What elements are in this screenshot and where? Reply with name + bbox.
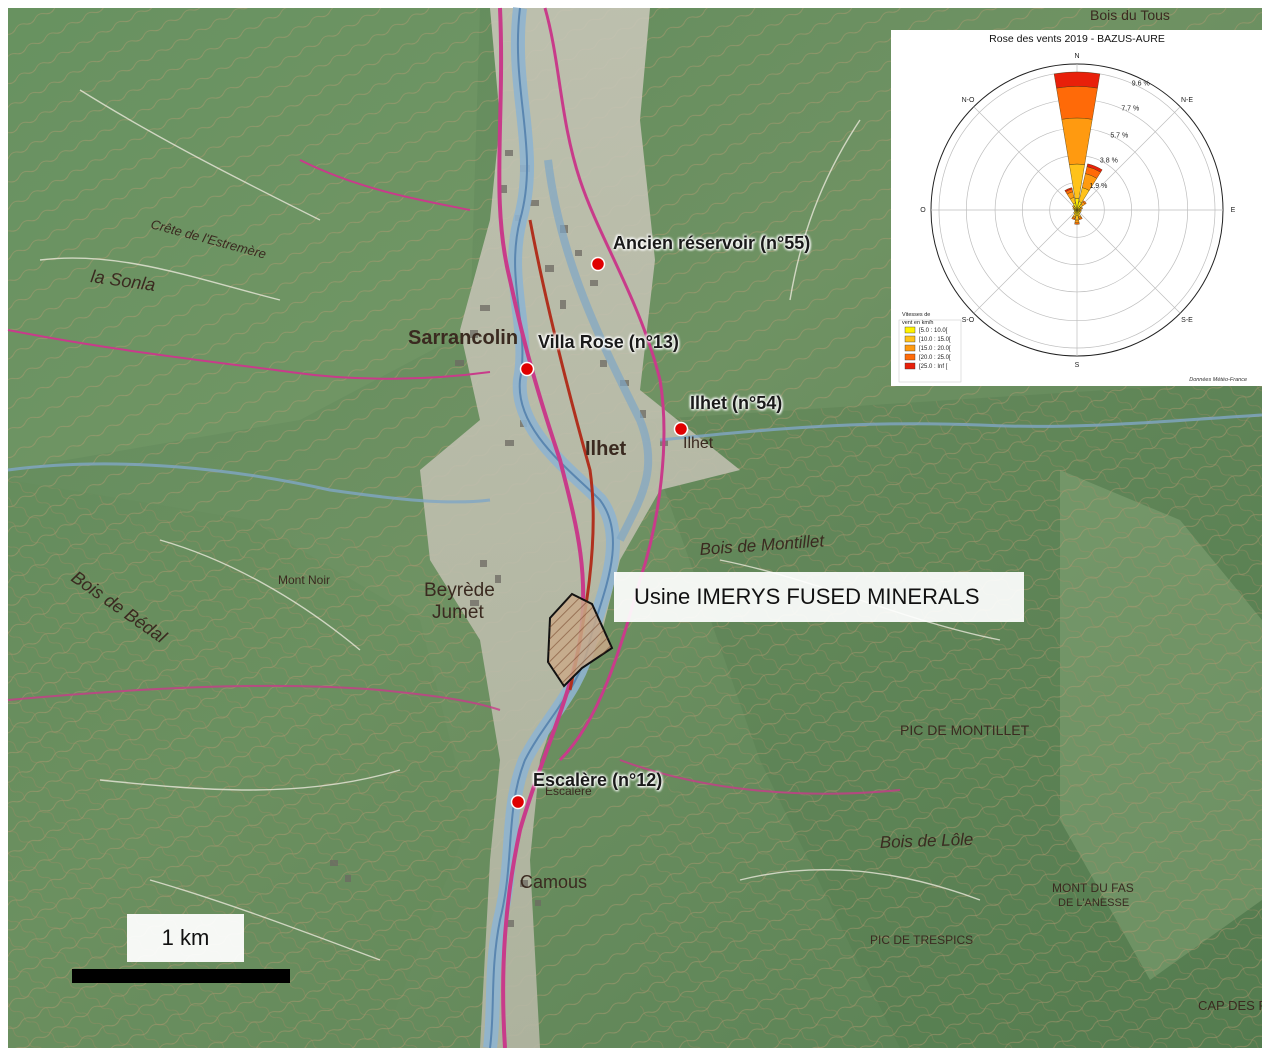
station-label-ilhet: Ilhet (n°54) (690, 393, 783, 413)
wind-rose-chart: Rose des vents 2019 - BAZUS-AURE 1.9 % 3.… (898, 33, 1247, 383)
wind-rose-legend: Vitesses de vent en km/h [5.0 : 10.0[ [10… (898, 312, 962, 383)
dir-label-o: O (920, 207, 926, 214)
svg-text:Mont Noir: Mont Noir (278, 573, 330, 587)
rose-bar-67.5-2 (1080, 206, 1083, 210)
rose-ring-label-4: 9.6 % (1132, 81, 1150, 88)
legend-label-4: [25.0 : Inf [ (919, 364, 948, 370)
legend-label-3: [20.0 : 25.0[ (919, 355, 951, 361)
legend-swatch-3 (904, 353, 916, 361)
rose-bar-292.5-1 (1072, 207, 1075, 210)
svg-text:CAP DES PE: CAP DES PE (1198, 998, 1262, 1013)
scale-label: 1 km (127, 914, 244, 962)
rose-bar-90-2 (1079, 209, 1082, 211)
station-label-ancien-reservoir: Ancien réservoir (n°55) (613, 233, 811, 253)
svg-text:PIC DE TRESPICS: PIC DE TRESPICS (870, 933, 973, 947)
dir-label-se: S-E (1181, 317, 1193, 324)
svg-text:Camous: Camous (520, 872, 587, 892)
rose-bar-337.5-4 (1064, 187, 1073, 193)
rose-bar-315-2 (1072, 205, 1075, 208)
rose-ring-label-0: 1.9 % (1089, 183, 1107, 190)
dir-label-e: E (1231, 207, 1236, 214)
station-label-escalere: Escalère (n°12) (533, 770, 663, 790)
scale-bar (72, 969, 290, 983)
dir-label-n: N (1074, 53, 1079, 60)
rose-bar-0-3 (1056, 86, 1098, 120)
svg-text:PIC DE MONTILLET: PIC DE MONTILLET (900, 722, 1030, 738)
rose-spoke (1076, 209, 1181, 314)
legend-label-1: [10.0 : 15.0[ (919, 337, 951, 343)
legend-swatch-2 (904, 344, 916, 352)
svg-text:Jumet: Jumet (432, 602, 484, 623)
site-label-imerys: Usine IMERYS FUSED MINERALS (614, 572, 1024, 622)
dir-label-so: S-O (962, 317, 975, 324)
rose-bar-225-1 (1073, 211, 1076, 214)
rose-bar-22.5-4 (1086, 163, 1103, 173)
svg-text:MONT DU FAS: MONT DU FAS (1052, 881, 1134, 895)
rose-bar-0-4 (1053, 71, 1101, 89)
legend-label-0: [5.0 : 10.0[ (919, 328, 948, 334)
rose-spoke (1076, 106, 1181, 211)
wind-rose-panel: Rose des vents 2019 - BAZUS-AURE 1.9 % 3.… (891, 30, 1262, 386)
svg-text:DE L'ANESSE: DE L'ANESSE (1058, 897, 1129, 909)
rose-bar-45-3 (1082, 200, 1087, 205)
dir-label-no: N-O (962, 97, 975, 104)
station-marker-ilhet[interactable] (673, 421, 689, 437)
dir-label-s: S (1075, 362, 1080, 369)
legend-label-2: [15.0 : 20.0[ (919, 346, 951, 352)
rose-bar-112.5-1 (1079, 210, 1082, 213)
rose-ring-label-3: 7.7 % (1121, 106, 1139, 113)
rose-ring-label-2: 5.7 % (1110, 132, 1128, 139)
dir-label-ne: N-E (1181, 97, 1193, 104)
valley-floor (420, 8, 740, 1048)
legend-swatch-4 (904, 362, 916, 370)
main-road (497, 7, 586, 1048)
wind-rose-title: Rose des vents 2019 - BAZUS-AURE (989, 33, 1165, 45)
station-marker-villa-rose[interactable] (519, 361, 535, 377)
svg-text:Sarrancolin: Sarrancolin (408, 327, 518, 349)
rose-bar-180-1 (1075, 215, 1079, 221)
rose-bar-180-2 (1074, 219, 1080, 224)
svg-text:Ilhet: Ilhet (683, 435, 714, 452)
station-marker-escalere[interactable] (510, 794, 526, 810)
svg-text:Ilhet: Ilhet (585, 438, 626, 460)
legend-swatch-0 (904, 326, 916, 334)
svg-text:Bois du Tous: Bois du Tous (1090, 7, 1170, 23)
legend-swatch-1 (904, 335, 916, 343)
svg-text:vent en km/h: vent en km/h (902, 320, 934, 326)
rose-spoke (973, 106, 1078, 211)
svg-text:Beyrède: Beyrède (424, 580, 495, 601)
svg-text:Vitesses de: Vitesses de (902, 312, 930, 318)
rose-spoke (973, 209, 1078, 314)
rose-ring-label-1: 3.8 % (1100, 158, 1118, 165)
station-marker-ancien-reservoir[interactable] (590, 256, 606, 272)
rose-bar-135-1 (1078, 211, 1081, 214)
rose-bar-180-3 (1074, 222, 1080, 225)
station-label-villa-rose: Villa Rose (n°13) (538, 332, 679, 352)
rose-bar-202.5-3 (1071, 217, 1076, 221)
svg-text:Bois de Lôle: Bois de Lôle (879, 830, 973, 852)
data-source: Données Météo-France (1189, 377, 1247, 383)
rose-bar-157.5-3 (1078, 217, 1083, 221)
svg-text:Escalère: Escalère (545, 784, 592, 798)
